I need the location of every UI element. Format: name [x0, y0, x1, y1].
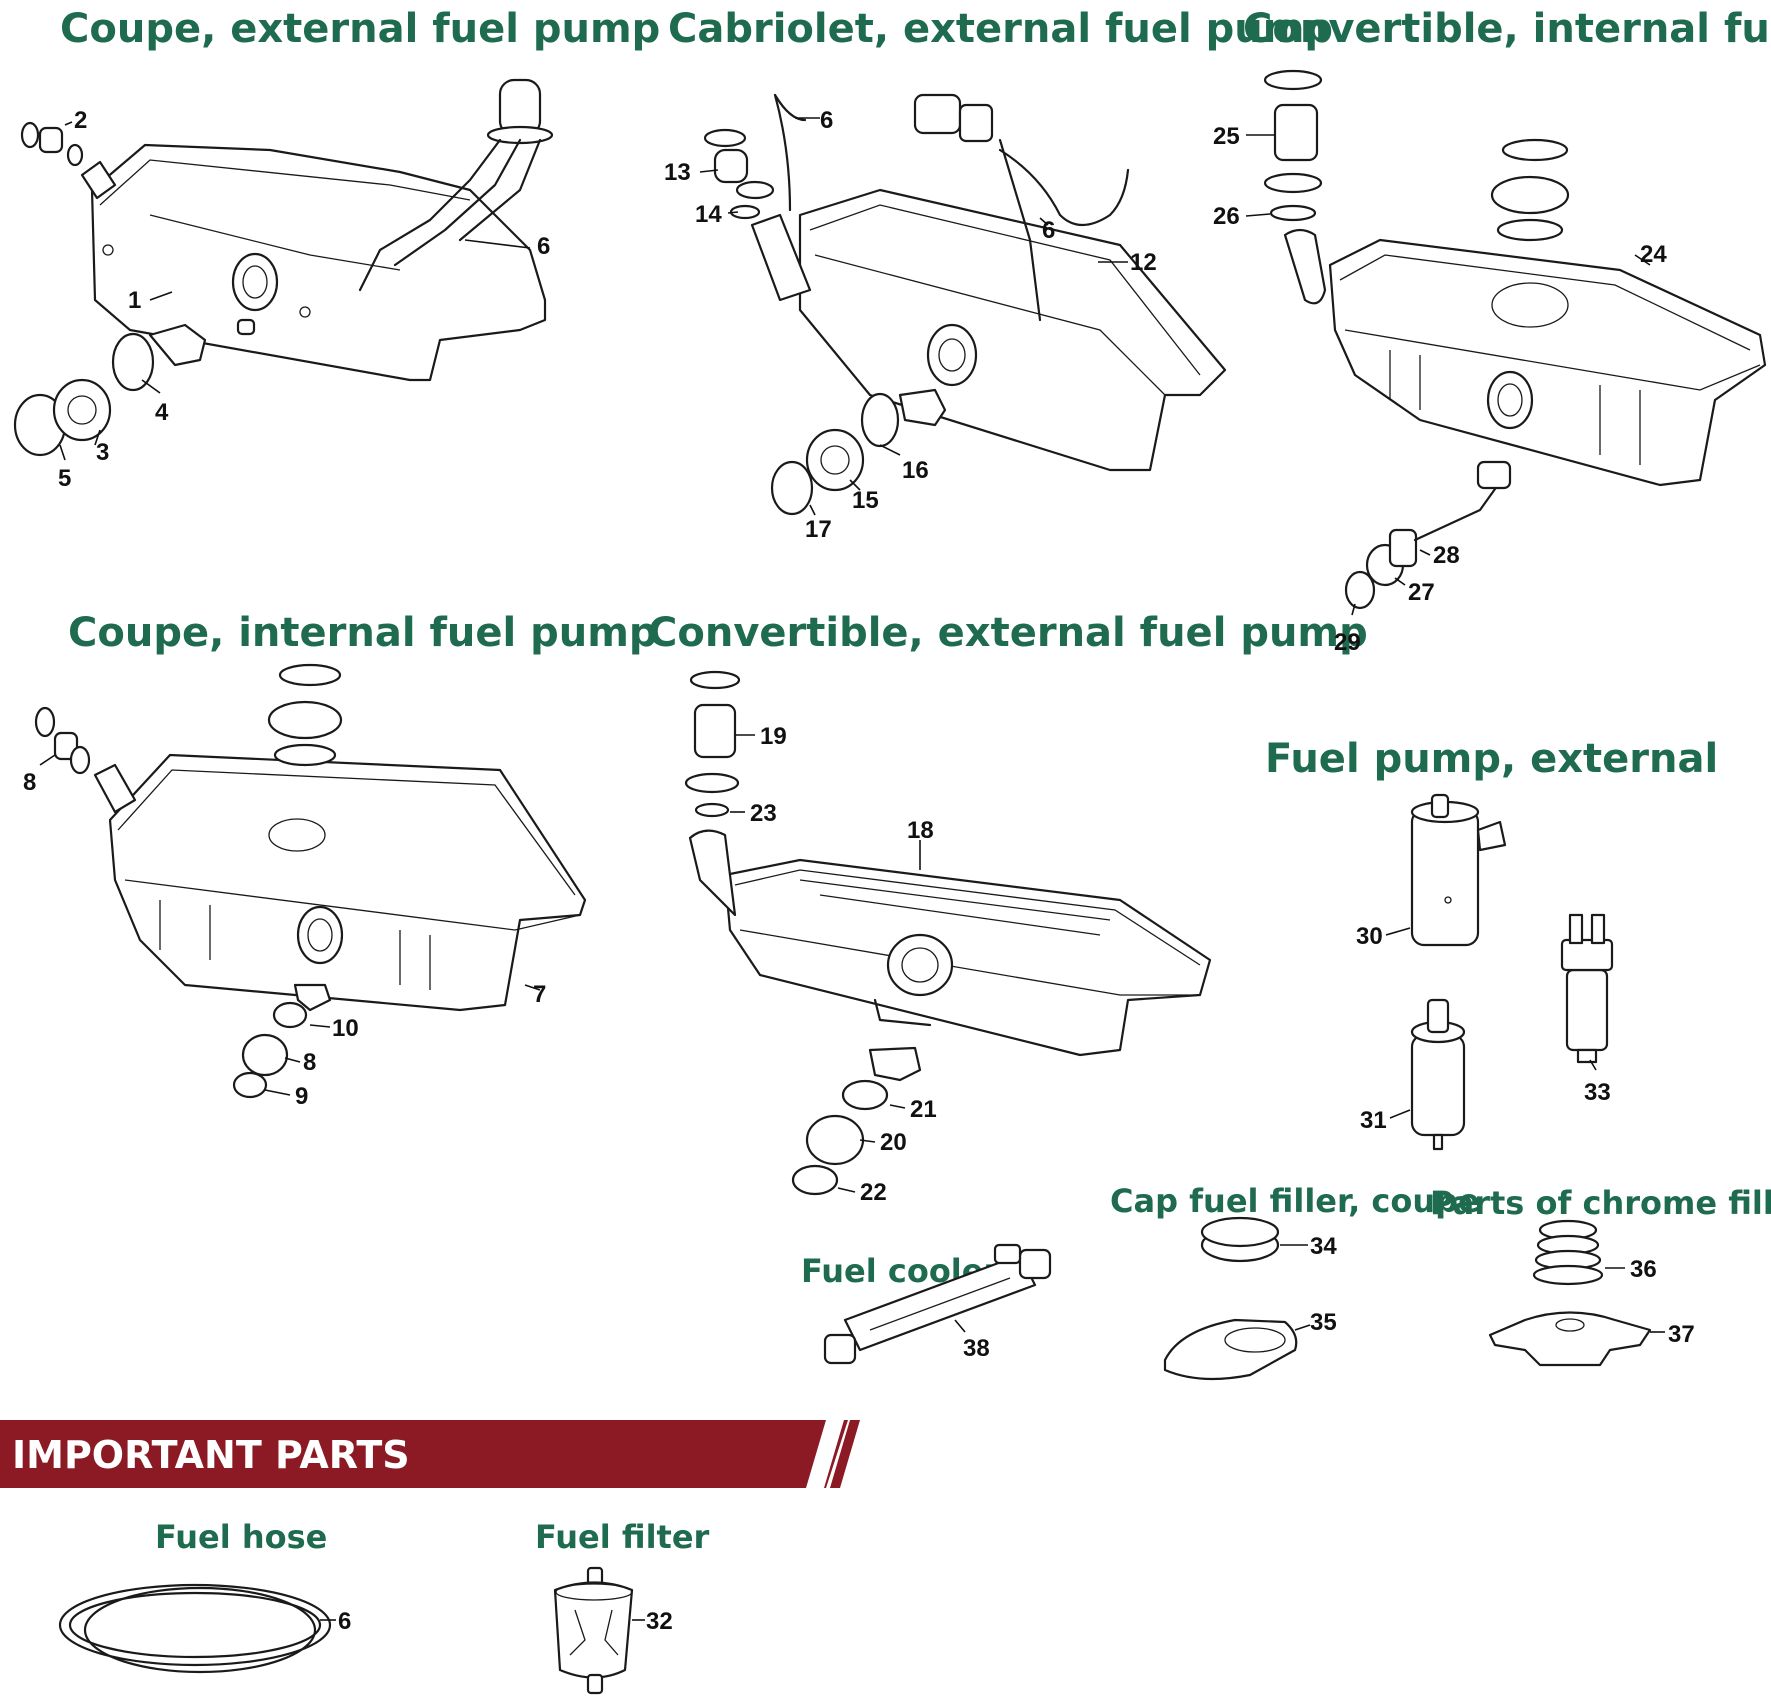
callout-6-cabriolet-a: 6	[820, 107, 833, 134]
callout-7: 7	[533, 981, 546, 1008]
callout-37: 37	[1668, 1321, 1695, 1348]
callout-14: 14	[695, 201, 722, 228]
callout-4: 4	[155, 399, 169, 426]
callout-9: 9	[295, 1083, 308, 1110]
callout-2: 2	[74, 107, 87, 134]
ring-23	[694, 802, 730, 818]
callout-23: 23	[750, 800, 777, 827]
callout-19: 19	[760, 723, 787, 750]
callout-31: 31	[1360, 1107, 1387, 1134]
title-convertible-internal: Convertible, internal fuel pump	[1243, 6, 1771, 52]
locking-ring-9	[232, 1071, 268, 1099]
title-fuel-pump-external: Fuel pump, external	[1265, 736, 1718, 782]
chrome-filler-cap-group	[1488, 1219, 1665, 1367]
fuel-pump-31	[1410, 1033, 1466, 1137]
sender-unit-15	[805, 428, 865, 492]
callout-1: 1	[128, 287, 141, 314]
fuel-pump-30	[1410, 808, 1480, 947]
coupe-internal-tank-group	[34, 663, 587, 1099]
sender-unit-8	[241, 1033, 289, 1077]
sender-unit-3	[52, 378, 112, 442]
hose-25	[1273, 103, 1319, 162]
title-coupe-internal: Coupe, internal fuel pump	[68, 610, 658, 656]
title-convertible-external: Convertible, external fuel pump	[648, 610, 1368, 656]
important-parts-banner: IMPORTANT PARTS	[0, 1420, 860, 1488]
callout-18: 18	[907, 817, 934, 844]
convertible-external-tank-group	[684, 670, 1212, 1196]
callout-15: 15	[852, 487, 879, 514]
fuel-tank-7	[108, 753, 587, 1012]
callout-33: 33	[1584, 1079, 1611, 1106]
fuel-pump-33	[1565, 968, 1609, 1052]
callout-6-fuel-hose: 6	[338, 1608, 351, 1635]
callout-8-filler: 8	[23, 769, 36, 796]
banner-title: IMPORTANT PARTS	[12, 1433, 410, 1477]
callout-26: 26	[1213, 203, 1240, 230]
float-arm-28	[1388, 528, 1418, 568]
convertible-internal-tank-group	[1245, 69, 1767, 616]
callout-35: 35	[1310, 1309, 1337, 1336]
coupe-external-tank-group	[13, 78, 554, 461]
callout-17: 17	[805, 516, 832, 543]
locking-ring-29	[1344, 570, 1376, 610]
fuel-filter-group	[553, 1566, 645, 1695]
callout-16: 16	[902, 457, 929, 484]
callout-24: 24	[1640, 241, 1667, 268]
callout-6-cabriolet-b: 6	[1042, 217, 1055, 244]
locking-ring-22	[791, 1164, 839, 1196]
callout-22: 22	[860, 1179, 887, 1206]
callout-10: 10	[332, 1015, 359, 1042]
callout-28: 28	[1433, 542, 1460, 569]
fuel-hose-6	[58, 1583, 332, 1667]
callout-20: 20	[880, 1129, 907, 1156]
cap-base-37	[1488, 1311, 1652, 1367]
hose-19	[693, 703, 737, 759]
callout-36: 36	[1630, 1256, 1657, 1283]
gasket-16	[860, 392, 900, 448]
callout-21: 21	[910, 1096, 937, 1123]
title-cabriolet-external: Cabriolet, external fuel pump	[668, 6, 1333, 52]
callout-32: 32	[646, 1608, 673, 1635]
fuel-pump-external-group	[1385, 793, 1614, 1151]
gasket-4	[111, 332, 155, 392]
title-fuel-filter: Fuel filter	[535, 1518, 710, 1556]
clip-13a	[703, 128, 747, 148]
fuel-hose-group	[58, 1583, 336, 1674]
fuel-tank-24	[1328, 238, 1767, 487]
title-coupe-external: Coupe, external fuel pump	[60, 6, 660, 52]
ring-26	[1269, 204, 1317, 222]
callout-34: 34	[1310, 1233, 1337, 1260]
fuel-cooler-group	[823, 1243, 1052, 1365]
locking-ring-17	[770, 460, 814, 516]
gasket-10	[272, 1001, 308, 1029]
callout-25: 25	[1213, 123, 1240, 150]
callout-6-coupe-ext: 6	[537, 233, 550, 260]
callout-30: 30	[1356, 923, 1383, 950]
title-chrome-filler-cap: Parts of chrome filler cap	[1430, 1184, 1771, 1222]
cabriolet-external-tank-group	[699, 93, 1227, 516]
callout-8-sender: 8	[303, 1049, 316, 1076]
callout-12: 12	[1130, 249, 1157, 276]
filler-base-35	[1163, 1318, 1298, 1381]
fuel-tank-1	[90, 143, 547, 382]
callout-13: 13	[664, 159, 691, 186]
title-cap-fuel-filler-coupe: Cap fuel filler, coupe	[1110, 1182, 1480, 1220]
callout-3: 3	[96, 439, 109, 466]
callout-5: 5	[58, 465, 71, 492]
hose-clamp-25a	[1263, 69, 1323, 91]
callout-38: 38	[963, 1335, 990, 1362]
grommet-13	[713, 148, 749, 184]
cap-fuel-filler-coupe-group	[1163, 1216, 1311, 1381]
sender-unit-20	[805, 1114, 865, 1166]
title-fuel-hose: Fuel hose	[155, 1518, 327, 1556]
fuel-tank-18	[723, 858, 1212, 1057]
fuel-filter-32	[553, 1581, 634, 1679]
callout-27: 27	[1408, 579, 1435, 606]
filler-clamp-set-2	[20, 121, 84, 167]
gasket-21	[841, 1079, 889, 1111]
callout-29: 29	[1334, 629, 1361, 656]
